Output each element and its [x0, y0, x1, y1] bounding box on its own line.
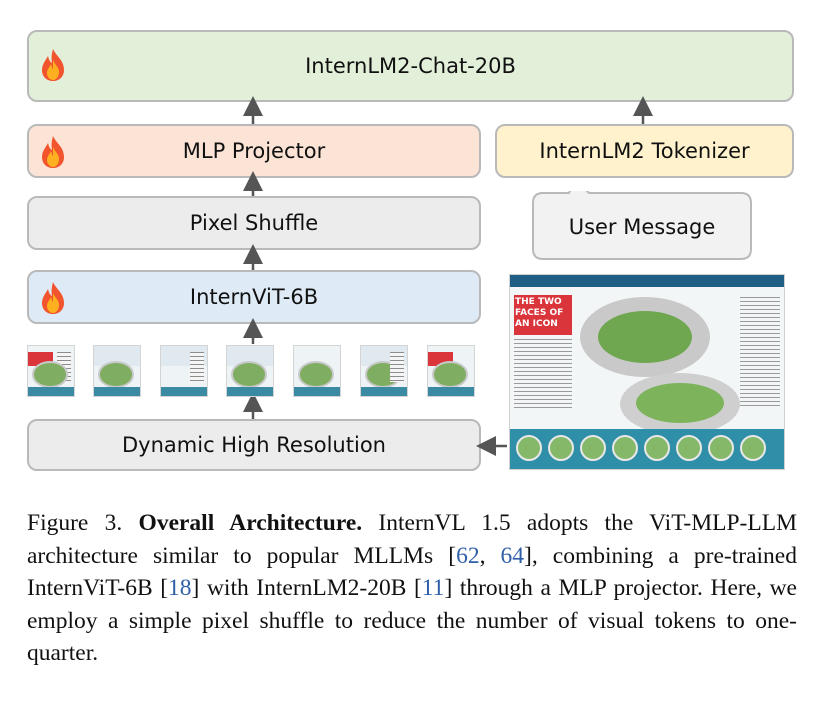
vit-box: InternViT-6B [27, 270, 481, 324]
image-tile [226, 345, 274, 397]
citation-link[interactable]: 64 [500, 542, 525, 569]
input-image: THE TWO FACES OF AN ICON [509, 274, 785, 470]
vit-label: InternViT-6B [189, 285, 319, 309]
image-tile [427, 345, 475, 397]
caption-text: , [479, 542, 501, 569]
caption-text: ], combining a pre-trained InternViT-6B … [27, 542, 797, 602]
figure-number: Figure 3. [27, 510, 123, 536]
pixel-shuffle-label: Pixel Shuffle [189, 211, 319, 235]
dynamic-resolution-box: Dynamic High Resolution [27, 419, 481, 471]
tokenizer-label: InternLM2 Tokenizer [539, 139, 750, 163]
user-message-bubble: User Message [531, 191, 753, 261]
fire-icon [42, 282, 64, 314]
fire-icon [42, 49, 64, 81]
image-tile [93, 345, 141, 397]
poster-title: THE TWO FACES OF AN ICON [515, 297, 564, 329]
figure-caption: Figure 3. Overall Architecture. InternVL… [27, 507, 797, 670]
image-tile [293, 345, 341, 397]
citation-link[interactable]: 11 [421, 575, 445, 601]
fire-icon [42, 136, 64, 168]
dynamic-resolution-label: Dynamic High Resolution [122, 433, 386, 457]
user-message-label: User Message [568, 215, 716, 239]
citation-link[interactable]: 18 [168, 575, 192, 601]
image-tile [360, 345, 408, 397]
image-tile [27, 345, 75, 397]
llm-box: InternLM2-Chat-20B [27, 30, 794, 102]
llm-label: InternLM2-Chat-20B [305, 54, 516, 78]
citation-link[interactable]: 62 [456, 542, 480, 569]
caption-title: Overall Architecture. [138, 510, 363, 536]
mlp-projector-label: MLP Projector [182, 139, 326, 163]
image-tile [160, 345, 208, 397]
caption-text: ] with InternLM2-20B [ [191, 575, 422, 601]
tokenizer-box: InternLM2 Tokenizer [495, 124, 794, 178]
caption-text: InternVL 1.5 adopts the ViT-MLP-LLM arch… [27, 510, 797, 569]
pixel-shuffle-box: Pixel Shuffle [27, 196, 481, 250]
caption-text: ] through a MLP projector. Here, we empl… [27, 575, 797, 666]
arrows [243, 96, 653, 456]
